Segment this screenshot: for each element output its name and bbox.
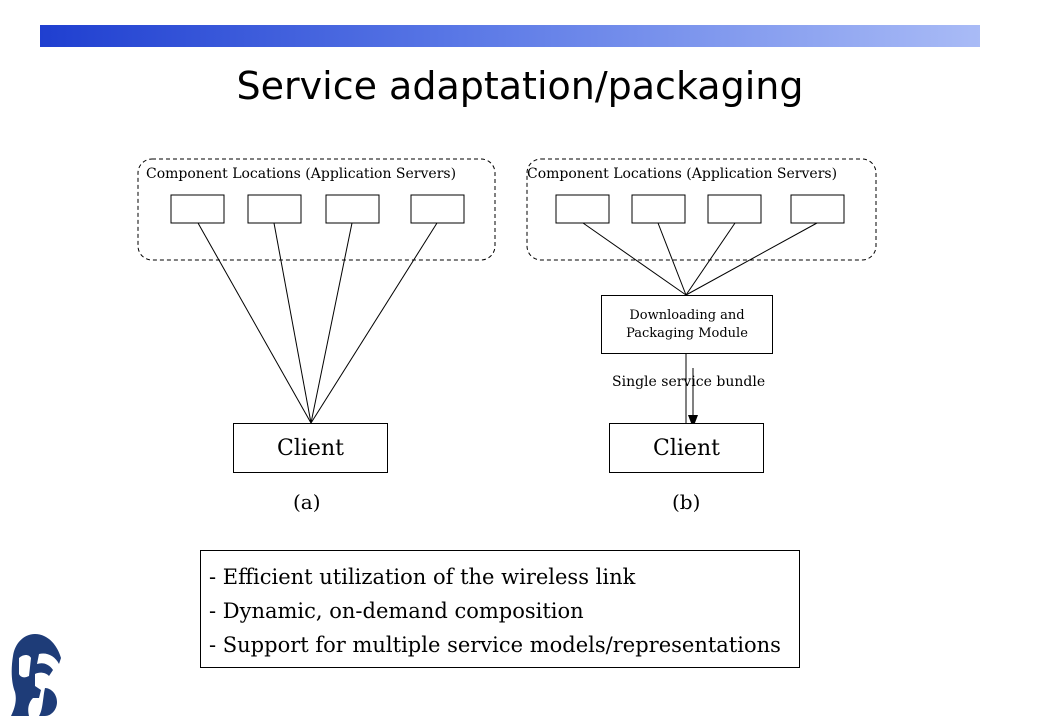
server-group-a [137,158,496,261]
connection-a1 [197,222,312,424]
server-group-label-b: Component Locations (Application Servers… [527,166,838,182]
packaging-module-box: Downloading and Packaging Module [601,295,773,354]
title-accent-bar [40,25,980,47]
connection-b1 [582,222,687,296]
bundle-arrow-head [688,415,698,428]
spartan-helmet-logo-icon [11,634,61,716]
caption-b: (b) [672,490,701,514]
slide-title: Service adaptation/packaging [236,64,804,108]
connection-a4 [310,222,438,424]
server-box-b1 [555,194,610,224]
client-label-b: Client [653,435,720,461]
connection-a3 [310,222,353,424]
server-box-a4 [410,194,465,224]
client-box-b: Client [609,423,764,473]
connection-b4 [685,222,818,296]
packaging-module-label: Downloading and Packaging Module [626,307,748,341]
server-box-b3 [707,194,762,224]
server-box-a2 [247,194,302,224]
server-box-b2 [631,194,686,224]
note-item: - Dynamic, on-demand composition [209,599,584,623]
server-box-b4 [790,194,845,224]
note-item: - Support for multiple service models/re… [209,633,781,657]
note-item: - Efficient utilization of the wireless … [209,565,636,589]
notes-box: - Efficient utilization of the wireless … [200,550,800,668]
bundle-label: Single service bundle [612,374,766,390]
client-box-a: Client [233,423,388,473]
server-group-label-a: Component Locations (Application Servers… [146,166,457,182]
server-group-b [526,158,877,261]
connection-b2 [657,222,687,296]
connection-a2 [273,222,312,424]
server-box-a3 [325,194,380,224]
connection-b3 [685,222,736,296]
caption-a: (a) [293,490,321,514]
server-box-a1 [170,194,225,224]
client-label-a: Client [277,435,344,461]
